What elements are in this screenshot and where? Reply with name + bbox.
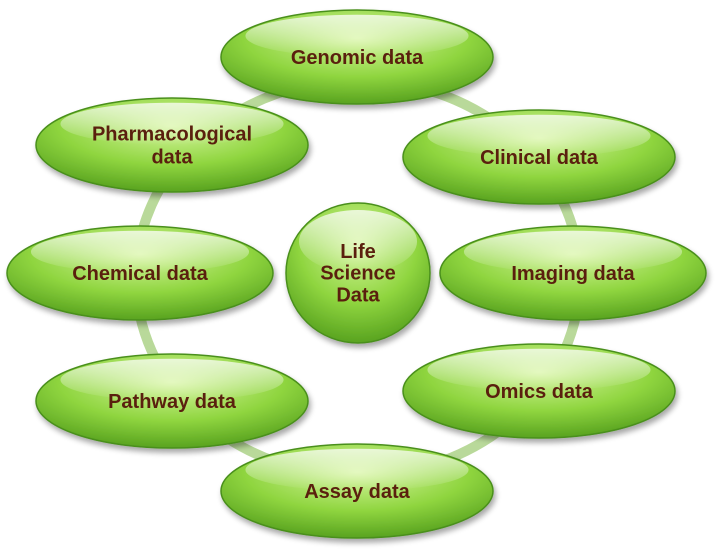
node-chemical: Chemical data xyxy=(6,225,274,321)
node-clinical-highlight xyxy=(427,114,651,157)
node-assay-highlight xyxy=(245,448,469,491)
node-pathway: Pathway data xyxy=(35,353,309,449)
node-genomic: Genomic data xyxy=(220,9,494,105)
node-pharmacological-label: data xyxy=(151,147,193,169)
node-chemical-label: Chemical data xyxy=(72,263,208,285)
node-center-label: Science xyxy=(320,263,396,285)
node-center-highlight xyxy=(298,210,418,273)
node-genomic-highlight xyxy=(245,14,469,58)
node-clinical-label: Clinical data xyxy=(480,147,599,169)
node-pharmacological-highlight xyxy=(60,102,284,145)
node-omics-highlight xyxy=(427,348,651,391)
node-pathway-label: Pathway data xyxy=(108,391,237,413)
node-chemical-highlight xyxy=(30,230,250,273)
node-pathway-highlight xyxy=(60,358,284,401)
node-clinical: Clinical data xyxy=(402,109,676,205)
node-pharmacological-label: Pharmacological xyxy=(92,124,252,146)
node-center-label: Data xyxy=(336,285,380,307)
node-center-label: Life xyxy=(340,241,376,263)
node-imaging: Imaging data xyxy=(439,225,707,321)
node-assay-label: Assay data xyxy=(304,481,410,503)
node-genomic-label: Genomic data xyxy=(291,47,424,69)
node-imaging-highlight xyxy=(463,230,683,273)
node-imaging-label: Imaging data xyxy=(511,263,635,285)
node-assay: Assay data xyxy=(220,443,494,539)
node-omics: Omics data xyxy=(402,343,676,439)
node-omics-label: Omics data xyxy=(485,381,594,403)
